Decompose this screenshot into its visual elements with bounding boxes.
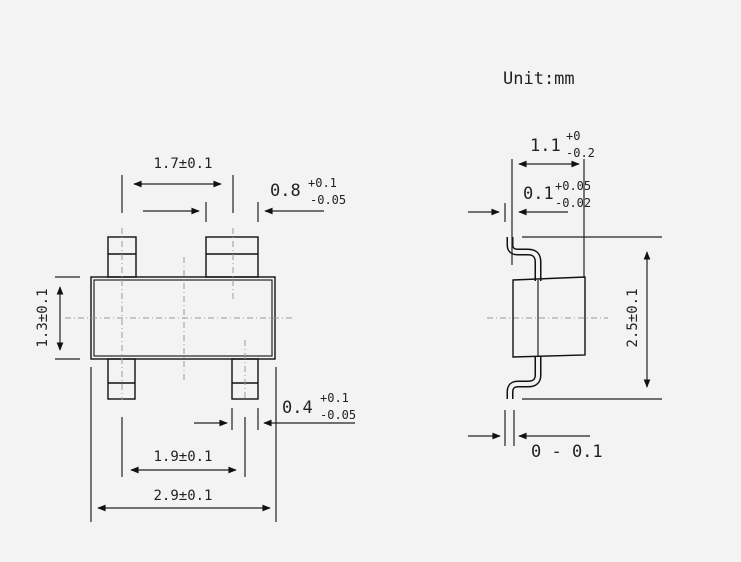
gull-wing-leads xyxy=(506,237,542,399)
side-view: 1.1 +0 -0.2 0.1 +0.05 -0.02 2.5±0.1 0 - … xyxy=(468,129,662,462)
lead-width-large-minus: -0.05 xyxy=(310,193,346,207)
body-width-label: 1.3±0.1 xyxy=(35,288,51,347)
lead-thickness-plus: +0.05 xyxy=(555,179,591,193)
lead-span-label: 1.9±0.1 xyxy=(153,449,212,465)
center-lines xyxy=(65,228,292,400)
lead-pitch-label: 1.7±0.1 xyxy=(153,156,212,172)
lead-width-large-nominal: 0.8 xyxy=(270,181,301,201)
top-view: 1.7±0.1 0.8 +0.1 -0.05 1.3±0.1 0.4 +0.1 … xyxy=(35,156,356,522)
lead-thickness-nominal: 0.1 xyxy=(523,184,554,204)
total-width-label: 2.5±0.1 xyxy=(625,288,641,347)
standoff-label: 0 - 0.1 xyxy=(531,442,603,462)
side-body xyxy=(512,276,586,358)
height-nominal: 1.1 xyxy=(530,136,561,156)
lead-width-small-plus: +0.1 xyxy=(320,391,349,405)
lead-thickness-minus: -0.02 xyxy=(555,196,591,210)
body-length-label: 2.9±0.1 xyxy=(153,488,212,504)
unit-label: Unit:mm xyxy=(503,69,575,89)
lead-width-small-minus: -0.05 xyxy=(320,408,356,422)
height-plus: +0 xyxy=(566,129,580,143)
lead-width-small-nominal: 0.4 xyxy=(282,398,313,418)
height-minus: -0.2 xyxy=(566,146,595,160)
lead-width-large-plus: +0.1 xyxy=(308,176,337,190)
